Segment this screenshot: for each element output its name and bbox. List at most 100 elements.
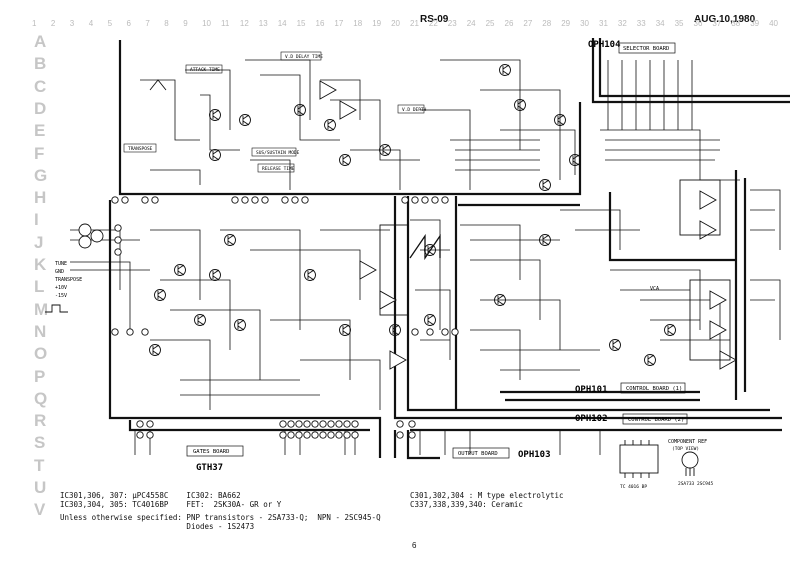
column-number: 2 xyxy=(50,19,56,28)
column-number: 35 xyxy=(674,19,684,28)
opamp-icon xyxy=(359,260,377,280)
vd-delay-time-label: V.D DELAY TIME xyxy=(285,54,323,60)
jack-socket-icon xyxy=(78,223,92,237)
ic-note-2: IC303,304, 305: TC4016BP FET: 2SK30A- GR… xyxy=(60,500,282,509)
transistor-icon xyxy=(194,314,206,326)
tune-terminal-label: TUNE xyxy=(55,261,67,267)
connector-pin xyxy=(421,196,429,204)
connector-pin xyxy=(295,431,303,439)
tr-ref-label: 2SA733 2SC945 xyxy=(678,481,714,487)
output-board-label: OUTPUT BOARD xyxy=(458,451,498,457)
opamp-icon xyxy=(339,100,357,120)
column-number: 28 xyxy=(542,19,552,28)
ic-package-icon xyxy=(689,279,731,361)
column-number: 18 xyxy=(353,19,363,28)
row-letter: H xyxy=(34,188,47,208)
connector-pin xyxy=(451,328,459,336)
row-letter: M xyxy=(34,299,49,319)
minus15v-terminal-label: -15V xyxy=(55,293,67,299)
ic-note-1: IC301,306, 307: μPC4558C IC302: BA662 xyxy=(60,491,241,500)
row-letter: K xyxy=(34,255,47,274)
column-number: 7 xyxy=(145,19,150,28)
connector-pin xyxy=(303,431,311,439)
transistor-icon xyxy=(224,234,236,246)
ramp-waveform-icon xyxy=(409,233,441,261)
column-number: 40 xyxy=(769,19,778,28)
square-wave-icon xyxy=(45,79,167,313)
transistor-icon xyxy=(569,154,581,166)
column-number: 21 xyxy=(410,19,419,28)
top-view-label: (TOP VIEW) xyxy=(672,446,699,452)
release-time-label: RELEASE TIME xyxy=(262,166,295,172)
connector-pin xyxy=(301,196,309,204)
connector-pin xyxy=(335,420,343,428)
column-number: 8 xyxy=(164,19,169,28)
row-letter: D xyxy=(34,98,47,118)
connector-pin xyxy=(251,196,259,204)
column-number: 19 xyxy=(372,19,382,28)
transistor-icon xyxy=(499,64,511,76)
connector-pin xyxy=(351,431,359,439)
connector-pin xyxy=(114,236,122,244)
component-ref-box xyxy=(619,440,699,478)
connector-pin xyxy=(114,224,122,232)
column-number: 12 xyxy=(239,19,249,28)
column-number: 37 xyxy=(712,19,722,28)
opamp-icon xyxy=(709,290,727,310)
transistor-icon xyxy=(494,294,506,306)
selector-board-label: SELECTOR BOARD xyxy=(623,46,669,52)
transistor-icon xyxy=(149,344,161,356)
column-number: 1 xyxy=(32,19,37,28)
diode-note: Diodes - 1S2473 xyxy=(60,522,255,531)
column-number: 33 xyxy=(636,19,646,28)
connector-pin xyxy=(281,196,289,204)
connector-pin xyxy=(121,196,129,204)
connector-pin xyxy=(241,196,249,204)
connector-pin xyxy=(319,431,327,439)
connector-pin xyxy=(401,196,409,204)
connector-pin xyxy=(431,196,439,204)
jack-socket-icon xyxy=(78,235,92,249)
connector-pin xyxy=(146,431,154,439)
row-letter: G xyxy=(34,165,48,185)
row-letter: L xyxy=(34,277,45,297)
row-letter: S xyxy=(34,433,46,453)
column-number: 10 xyxy=(202,19,211,28)
gth37-label: GTH37 xyxy=(196,463,223,473)
column-number: 16 xyxy=(315,19,325,28)
column-number: 31 xyxy=(599,19,608,28)
connector-pin xyxy=(111,196,119,204)
connector-pin xyxy=(111,328,119,336)
transistor-icon xyxy=(239,114,251,126)
opamp-icon xyxy=(699,190,717,210)
connector-pin xyxy=(291,196,299,204)
harness-left xyxy=(108,200,382,458)
connector-terminals xyxy=(78,196,459,439)
vd-depth-label: V.D DEPTH xyxy=(402,107,427,113)
transistor-icon xyxy=(154,289,166,301)
connector-pin xyxy=(279,431,287,439)
transpose-terminal-label: TRANSPOSE xyxy=(55,277,82,283)
column-number: 6 xyxy=(126,19,131,28)
column-number: 13 xyxy=(258,19,268,28)
column-number: 26 xyxy=(504,19,514,28)
ic-ref-label: TC 4016 BP xyxy=(620,484,647,490)
row-letter: O xyxy=(34,344,48,364)
column-number: 9 xyxy=(183,19,188,28)
oph104-label: OPH104 xyxy=(588,40,621,50)
row-letter: C xyxy=(34,76,47,96)
column-number: 36 xyxy=(693,19,703,28)
column-number: 29 xyxy=(561,19,571,28)
sustain-mode-label: SUS/SUSTAIN MODE xyxy=(256,150,300,156)
transistor-icon xyxy=(664,324,676,336)
transistor-icon xyxy=(339,324,351,336)
ic-package-icon xyxy=(379,224,409,316)
connector-pin xyxy=(343,420,351,428)
row-letter: V xyxy=(34,500,46,520)
connector-pin xyxy=(351,420,359,428)
harness-top xyxy=(118,40,582,196)
